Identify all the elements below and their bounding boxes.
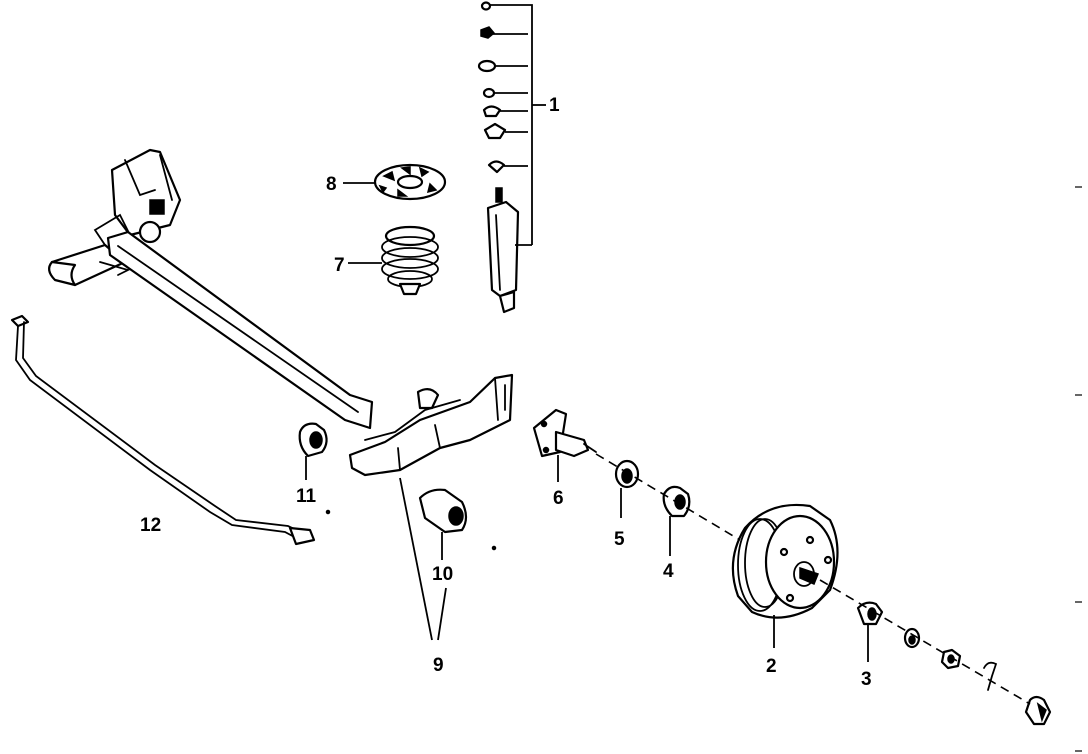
rear-axle-beam: [48, 148, 514, 477]
axle-nut: [940, 648, 962, 670]
callout-12: 12: [140, 515, 161, 536]
bushing-11: [298, 422, 328, 480]
callout-8: 8: [326, 174, 337, 195]
callout-4: 4: [663, 561, 674, 582]
callout-9-leader: [399, 477, 447, 641]
callout-2: 2: [766, 656, 777, 677]
axle-centerline: [595, 453, 1031, 705]
callout-11: 11: [296, 486, 317, 507]
callout-7: 7: [334, 255, 345, 276]
callout-1: 1: [549, 95, 560, 116]
callout-3: 3: [861, 669, 872, 690]
bushing-10: [418, 488, 468, 560]
callout-9: 9: [433, 655, 444, 676]
grease-cap: [1024, 695, 1052, 726]
coil-spring: [348, 225, 439, 296]
callout-6: 6: [553, 488, 564, 509]
cotter-pin: [983, 661, 998, 691]
spring-seat: [343, 163, 447, 201]
stabilizer-bar: [10, 314, 316, 546]
edge-ticks: [1075, 186, 1082, 752]
shock-absorber-hardware: [477, 1, 507, 174]
callout-5: 5: [614, 529, 625, 550]
callout-10: 10: [432, 564, 453, 585]
shock-absorber: [486, 187, 520, 314]
brake-drum: [731, 503, 839, 648]
thrust-washer: [903, 627, 921, 649]
stub-axle: [532, 408, 597, 482]
outer-bearing: [856, 601, 884, 662]
callout-1-leader: [490, 4, 546, 246]
seal: [614, 459, 640, 518]
